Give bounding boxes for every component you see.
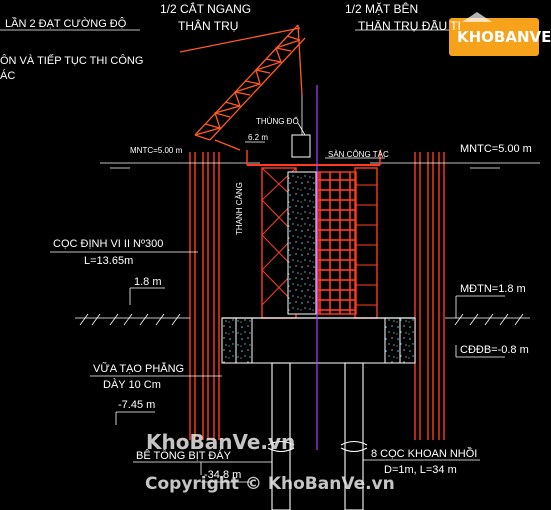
pile-cap <box>221 317 416 364</box>
label-seal-concrete: BÊ TÔNG BỊT ĐÁY <box>136 450 231 462</box>
bored-piles <box>267 362 368 510</box>
water-level-lines <box>100 162 540 169</box>
sheet-pile-right <box>414 152 445 440</box>
ground-hatch <box>75 313 530 326</box>
sheet-pile-left <box>189 152 220 440</box>
label-mntc-left: MNTC=5.00 m <box>130 146 183 155</box>
label-tie-bar: THANH CĂNG <box>235 182 244 235</box>
dim-minus-34-8: -34.8 m <box>204 469 242 481</box>
section-pier-head: THÂN TRỤ ĐẦU TRỤ TR <box>358 20 460 32</box>
dim-minus-7-45: -7.45 m <box>118 399 156 411</box>
crane <box>179 24 306 151</box>
label-locating-pile: CỌC ĐỊNH VI II Nº300 <box>53 238 164 250</box>
label-bucket: THÙNG ĐỔ <box>256 117 299 126</box>
label-pile-length: L=13.65m <box>84 255 134 267</box>
section-half-side: 1/2 MẶT BÊN <box>345 2 419 16</box>
label-thickness: DÀY 10 Cm <box>103 379 161 391</box>
watermark-site: KhoBanVe.vn <box>146 430 296 454</box>
logo-text: KHOBANVE <box>457 28 551 46</box>
note-lan-2: LẦN 2 ĐẠT CƯỜNG ĐỘ <box>5 18 127 30</box>
label-bored-piles: 8 CỌC KHOAN NHỒI <box>371 448 478 460</box>
dim-1-8: 1.8 m <box>134 276 162 288</box>
label-mntc-right: MNTC=5.00 m <box>460 143 532 155</box>
dim-6-2: 6.2 m <box>248 133 269 142</box>
section-half-cross: 1/2 CẮT NGANG <box>160 2 252 16</box>
concrete-bucket <box>291 95 311 158</box>
section-pier-body: THÂN TRỤ <box>178 19 239 33</box>
label-work-platform: SÀN CÔNG TÁC <box>328 150 389 159</box>
label-leveling-mortar: VỮA TẠO PHẲNG <box>93 363 185 375</box>
label-pile-spec: D=1m, L=34 m <box>384 464 457 476</box>
label-mdtn: MĐTN=1.8 m <box>460 283 526 295</box>
note-ac: ÁC <box>0 70 16 82</box>
scaffold-tower <box>246 150 381 319</box>
site-logo <box>449 12 539 56</box>
leader-lines <box>50 141 505 483</box>
watermark-copyright: Copyright © KhoBanVe.vn <box>145 474 395 494</box>
note-tiep-tuc: ÔN VÀ TIẾP TỤC THI CÔNG <box>0 55 144 67</box>
label-cddb: CĐĐB=-0.8 m <box>460 344 529 356</box>
